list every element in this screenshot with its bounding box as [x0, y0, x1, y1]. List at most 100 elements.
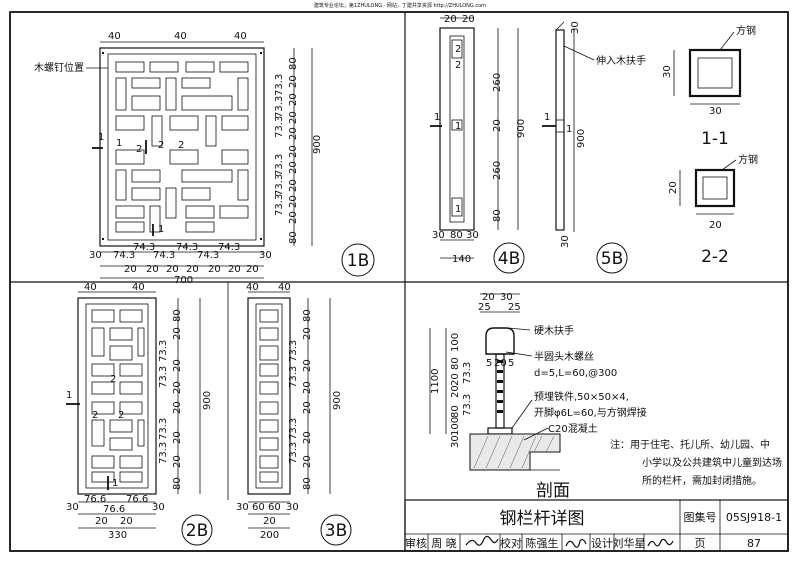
- dim-3b-width: 200: [260, 530, 279, 541]
- check-name: 陈强生: [526, 536, 559, 550]
- dim-3b-r6: 20: [302, 455, 313, 468]
- tag-2b: 2B: [186, 521, 208, 541]
- dim-2b-r3: 20: [172, 381, 183, 394]
- dim-1b-b5: 74.3: [197, 250, 219, 261]
- dim-2b-r7: 80: [172, 477, 183, 490]
- dim-4b-top-a: 20: [444, 14, 457, 25]
- tag-4b: 4B: [498, 249, 520, 269]
- header-note: 建筑专业论坛，第1ZHULONG · 网站，丁建共享资源 http://ZHUL…: [314, 2, 486, 9]
- panel-section-view: 20 30 25 25 100 80 73.3 20 20 73.3 80 10…: [429, 292, 782, 501]
- dim-4b-b0: 30: [432, 230, 445, 241]
- callout-leader-s1: [719, 31, 735, 51]
- dim-1b-b0: 30: [89, 250, 102, 261]
- dim-1b-s0: 73.3: [274, 74, 285, 96]
- dim-1b-s4: 73.3: [274, 174, 285, 196]
- s2-dim-w: 20: [709, 220, 722, 231]
- section-1-1: 方钢 30 30 1-1: [662, 24, 756, 149]
- cut-label-4b: 1: [434, 112, 440, 123]
- callout-leader-screw: [505, 351, 533, 357]
- callout-leader-s2: [721, 159, 737, 171]
- page-label: 页: [695, 537, 706, 550]
- s1-name: 1-1: [701, 129, 729, 149]
- dim-4b-b1: 80: [450, 230, 463, 241]
- dim-3b-top-b: 40: [278, 282, 291, 293]
- mark-4b-d: 1: [455, 204, 461, 215]
- sv-l0: 100: [450, 333, 461, 352]
- dim-3b-s2: 73.3: [288, 418, 299, 440]
- mark-2b-c: 2: [118, 410, 124, 421]
- panel-2b: 2 2 2 1 1 40 40 80 20 20 20 20 20 20 80 …: [66, 282, 213, 546]
- mark-5b-a: 1: [544, 112, 550, 123]
- dim-3b-top-a: 40: [246, 282, 259, 293]
- title-block-frame: [404, 499, 789, 552]
- dim-1b-s3: 73.3: [274, 154, 285, 176]
- s2-label: 方钢: [738, 153, 758, 166]
- sv-callout-2: 半圆头木螺丝: [534, 350, 594, 363]
- dim-1b-s2: 73.3: [274, 116, 285, 138]
- dim-2b-s0: 73.3: [158, 340, 169, 362]
- panel-5b: 1 1 伸入木扶手 30 900 30 5B: [542, 21, 646, 274]
- dim-1b-s1: 73.3: [274, 96, 285, 118]
- sv-l8: 30: [450, 435, 461, 448]
- tag-circle-5b: [596, 242, 628, 274]
- drawing-title: 钢栏杆详图: [500, 509, 585, 529]
- s1-dim-h: 30: [662, 65, 673, 78]
- sv-height: 1100: [430, 369, 441, 394]
- signature-design: [647, 538, 674, 547]
- section-mark-1b-e: 2: [178, 140, 184, 151]
- dim-1b-top-c: 40: [234, 31, 247, 42]
- dim-3b-b3: 30: [286, 502, 299, 513]
- mark-4b-b: 2: [455, 60, 461, 71]
- railing-4b-inner: [449, 35, 465, 223]
- check-label: 校对: [500, 536, 522, 550]
- dim-4b-width: 140: [452, 254, 471, 265]
- dim-3b-r1: 20: [302, 327, 313, 340]
- railing-1b-pattern: [115, 61, 249, 233]
- railing-2b-pattern: [91, 309, 145, 483]
- wood-handrail: [485, 327, 515, 355]
- sv-top2-b: 25: [508, 302, 521, 313]
- square-tube-30: [688, 48, 742, 98]
- dim-3b-b2: 60: [268, 502, 281, 513]
- dim-1b-r2: 20: [288, 93, 299, 106]
- embedded-plate: [487, 427, 513, 435]
- dim-3b-b1: 60: [252, 502, 265, 513]
- tag-5b: 5B: [601, 249, 623, 269]
- dim-2b-r0: 80: [172, 309, 183, 322]
- section-mark-1b-f: 1: [158, 224, 164, 235]
- railing-2b-outer: [77, 297, 157, 495]
- page-no: 87: [747, 537, 761, 550]
- railing-5b-bar: [555, 29, 565, 231]
- tag-1b: 1B: [347, 251, 369, 271]
- railing-3b-pattern: [259, 309, 279, 483]
- dim-2b-s2: 73.3: [158, 418, 169, 440]
- sv-l6: 80: [450, 405, 461, 418]
- dim-1b-c6: 20: [246, 264, 259, 275]
- dim-3b-s0: 73.3: [288, 340, 299, 362]
- dim-1b-b4: 74.3: [176, 242, 198, 253]
- design-name: 刘华星: [613, 536, 646, 550]
- sv-note-2: 小学以及公共建筑中儿童到达场: [642, 456, 782, 469]
- dim-1b-c3: 20: [186, 264, 199, 275]
- dim-1b-r10: 80: [288, 231, 299, 244]
- dim-2b-c0: 20: [95, 516, 108, 527]
- post-hatch: [497, 360, 503, 413]
- section-mark-1b-d: 2: [158, 140, 164, 151]
- review-name: 周 晓: [431, 537, 457, 550]
- dim-4b-s3: 80: [492, 209, 503, 222]
- dim-2b-b0: 30: [66, 502, 79, 513]
- railing-4b-bar-mid: [451, 119, 463, 131]
- s1-label: 方钢: [736, 24, 756, 37]
- dim-1b-b7: 30: [259, 250, 272, 261]
- dim-2b-r6: 20: [172, 455, 183, 468]
- sv-top2-a: 25: [478, 302, 491, 313]
- dim-1b-c2: 20: [166, 264, 179, 275]
- title-block: 钢栏杆详图 图集号 05SJ918-1 审核 周 晓 校对 陈强生 设计 刘华星…: [404, 499, 789, 552]
- railing-1b-outer: [99, 47, 265, 247]
- dim-1b-r8: 20: [288, 195, 299, 208]
- callout-screw-position: 木螺钉位置: [34, 61, 84, 74]
- section-mark-1b-a: 1: [98, 132, 104, 143]
- dim-3b-s1: 73.3: [288, 366, 299, 388]
- dims-1b-right: 80 20 20 20 20 20 20 20 20 20 80 73.3 73…: [274, 57, 323, 244]
